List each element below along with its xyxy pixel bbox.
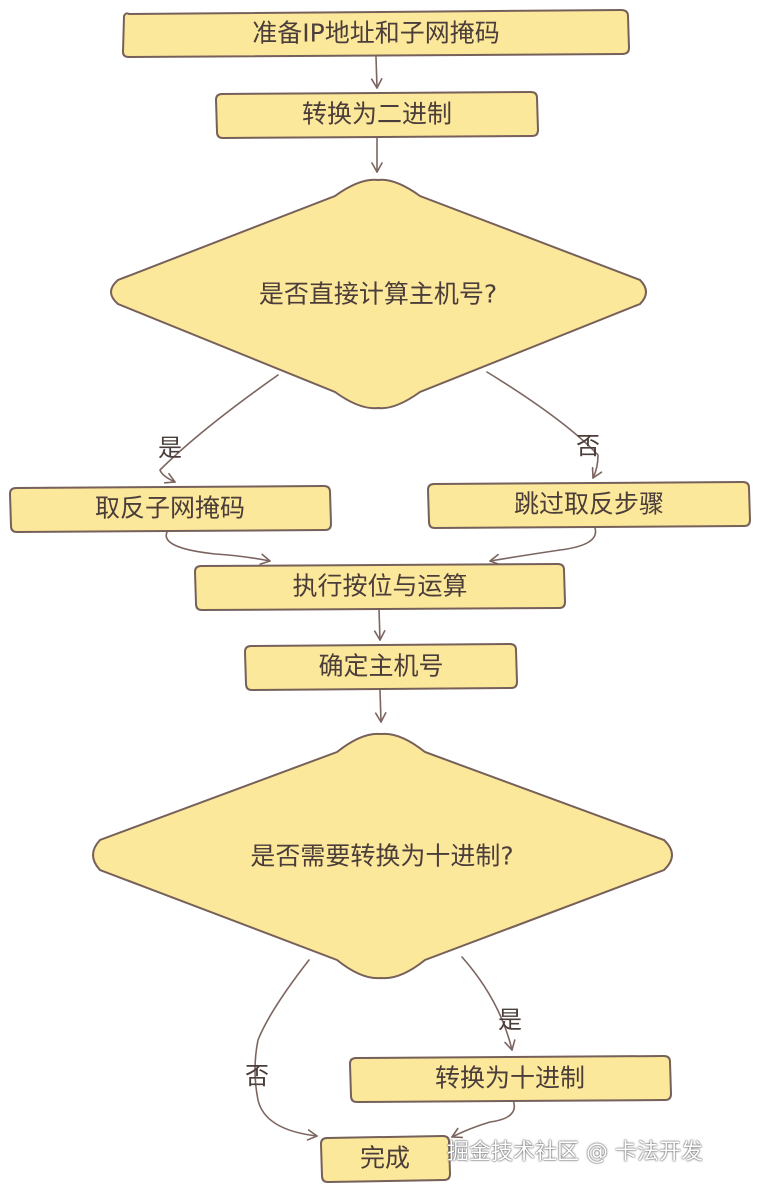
edge-invert-to-and: [165, 531, 271, 565]
label-decimal-yes: 是: [498, 1006, 522, 1034]
node-done: 完成: [319, 1134, 452, 1184]
edge-host-to-decision: [374, 689, 387, 723]
node-decision-decimal: 是否需要转换为十进制?: [92, 732, 673, 980]
label-direct-no: 否: [576, 432, 600, 460]
node-invert-mask-label: 取反子网掩码: [95, 494, 245, 523]
node-decision-direct-label: 是否直接计算主机号?: [259, 280, 497, 309]
node-determine-host-label: 确定主机号: [318, 652, 443, 681]
node-to-binary: 转换为二进制: [214, 90, 540, 140]
node-to-decimal-label: 转换为十进制: [435, 1064, 585, 1093]
watermark: 掘金技术社区 @ 卡法开发: [447, 1140, 703, 1165]
node-skip-invert-label: 跳过取反步骤: [514, 490, 664, 519]
edge-labels: 是 否 否 是: [158, 432, 600, 1090]
label-decimal-no: 否: [245, 1062, 269, 1090]
edge-decision-no: [486, 371, 603, 479]
edge-prepare-to-binary: [370, 56, 383, 89]
node-prepare: 准备IP地址和子网掩码: [121, 8, 631, 59]
node-bitwise-and: 执行按位与运算: [193, 562, 567, 612]
label-direct-yes: 是: [158, 434, 182, 462]
node-determine-host: 确定主机号: [243, 642, 519, 692]
edge-and-to-host: [373, 608, 386, 641]
node-prepare-label: 准备IP地址和子网掩码: [252, 19, 499, 48]
node-skip-invert: 跳过取反步骤: [426, 480, 752, 530]
node-decision-decimal-label: 是否需要转换为十进制?: [250, 842, 513, 871]
node-to-binary-label: 转换为二进制: [302, 100, 452, 129]
edge-skip-to-and: [489, 527, 597, 566]
edge-decision-yes: [159, 374, 279, 484]
edge-decimal-to-done: [451, 1099, 515, 1139]
node-decision-direct: 是否直接计算主机号?: [110, 178, 647, 410]
node-done-label: 完成: [360, 1144, 410, 1173]
edge-decimal-no: [254, 959, 318, 1141]
edges: [159, 56, 603, 1141]
edge-decimal-yes: [461, 956, 516, 1051]
node-invert-mask: 取反子网掩码: [8, 484, 333, 534]
node-to-decimal: 转换为十进制: [348, 1054, 673, 1104]
node-bitwise-and-label: 执行按位与运算: [292, 572, 467, 601]
